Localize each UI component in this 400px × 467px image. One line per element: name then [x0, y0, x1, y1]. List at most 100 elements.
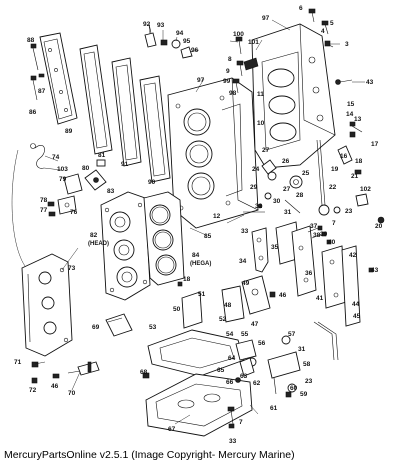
callout[interactable]: 80 [82, 165, 90, 172]
callout[interactable]: 22 [329, 184, 337, 191]
callout[interactable]: 87 [38, 88, 46, 95]
callout[interactable]: 59 [300, 391, 308, 398]
gasket-91[interactable] [79, 44, 113, 155]
callout[interactable]: 18 [183, 276, 191, 283]
cylinder-head-82[interactable] [100, 191, 151, 301]
callout[interactable]: 63 [240, 373, 248, 380]
callout[interactable]: 43 [371, 267, 379, 274]
fitting-81[interactable] [96, 159, 106, 167]
callout[interactable]: 31 [284, 209, 292, 216]
module-69[interactable] [105, 313, 133, 337]
callout[interactable]: 19 [331, 166, 339, 173]
gasket-90[interactable] [139, 75, 171, 183]
callout[interactable]: 32 [255, 203, 263, 210]
callout[interactable]: 7 [239, 419, 243, 426]
callout[interactable]: 9 [226, 68, 230, 75]
screw-18[interactable] [177, 281, 183, 287]
sender-80[interactable] [84, 169, 107, 191]
callout[interactable]: 58 [303, 361, 311, 368]
callout[interactable]: 53 [149, 324, 157, 331]
callout[interactable]: 20 [375, 223, 383, 230]
callout[interactable]: 47 [251, 321, 259, 328]
callout[interactable]: 13 [354, 116, 362, 123]
screw-46b[interactable] [269, 291, 276, 298]
callout[interactable]: 11 [257, 91, 264, 98]
cover-plate-90[interactable] [111, 57, 142, 167]
callout[interactable]: 25 [302, 170, 310, 177]
head-gasket-84[interactable] [143, 191, 185, 286]
callout[interactable]: 45 [353, 313, 361, 320]
fitting-parts-92-96[interactable] [144, 23, 193, 59]
callout[interactable]: 23 [345, 208, 353, 215]
bolts-top-center[interactable] [232, 36, 244, 94]
callout[interactable]: 41 [316, 295, 324, 302]
callout[interactable]: 49 [242, 280, 250, 287]
callout[interactable]: 94 [176, 30, 184, 37]
wire-loop-103[interactable] [11, 143, 45, 271]
callout[interactable]: 27 [283, 186, 291, 193]
callout[interactable]: 34 [239, 258, 247, 265]
callout[interactable]: 36 [305, 270, 313, 277]
callout[interactable]: 84 [192, 252, 200, 259]
callout[interactable]: 98 [229, 90, 237, 97]
callout[interactable]: 60 [290, 385, 298, 392]
cylinder-block-97[interactable] [167, 77, 259, 229]
callout[interactable]: 72 [29, 387, 37, 394]
callout[interactable]: 46 [51, 383, 59, 390]
callout[interactable]: 50 [173, 306, 181, 313]
callout[interactable]: 73 [68, 265, 76, 272]
callout[interactable]: 57 [288, 331, 296, 338]
linkage-rod-assembly[interactable] [243, 131, 385, 224]
callout[interactable]: 92 [143, 21, 151, 28]
callout[interactable]: 97 [197, 77, 205, 84]
screw-72[interactable] [31, 377, 38, 384]
callout[interactable]: 61 [270, 405, 278, 412]
callout[interactable]: 62 [253, 380, 261, 387]
callout[interactable]: 39 [320, 231, 328, 238]
callout[interactable]: 81 [98, 152, 106, 159]
cover-79[interactable] [63, 173, 83, 195]
callout[interactable]: 74 [52, 154, 60, 161]
callout[interactable]: 44 [352, 301, 360, 308]
callout[interactable]: 14 [346, 111, 354, 118]
callout[interactable]: 96 [191, 47, 199, 54]
callout[interactable]: 95 [183, 38, 191, 45]
adaptor-plate-67[interactable] [145, 373, 253, 437]
callout[interactable]: 12 [213, 213, 221, 220]
callout[interactable]: 28 [296, 192, 304, 199]
callout[interactable]: 23 [305, 378, 313, 385]
callout[interactable]: 37 [310, 223, 318, 230]
bolt-86[interactable] [30, 75, 38, 101]
callout[interactable]: 30 [273, 198, 281, 205]
callout[interactable]: 100 [233, 31, 244, 38]
callout[interactable]: 77 [40, 207, 48, 214]
callout[interactable]: 51 [198, 291, 206, 298]
callout[interactable]: 82 [90, 232, 98, 239]
callout[interactable]: 46 [279, 292, 287, 299]
callout[interactable]: 70 [68, 390, 76, 397]
callout[interactable]: 16 [340, 153, 348, 160]
plate-47[interactable] [241, 275, 271, 315]
callout[interactable]: 52 [219, 316, 227, 323]
callout[interactable]: 88 [27, 37, 35, 44]
callout[interactable]: 5 [330, 20, 334, 27]
callout[interactable]: 10 [257, 120, 265, 127]
callout[interactable]: 21 [351, 173, 359, 180]
callout[interactable]: 15 [347, 101, 355, 108]
bracket-50[interactable] [181, 291, 203, 329]
callout[interactable]: 102 [360, 186, 371, 193]
callout[interactable]: 54 [226, 331, 234, 338]
callout[interactable]: 42 [349, 252, 357, 259]
cover-36[interactable] [291, 225, 317, 297]
callout[interactable]: 68 [140, 369, 148, 376]
screw-68[interactable] [142, 372, 150, 379]
callout[interactable]: 8 [228, 56, 232, 63]
bolts-7-33-bottom[interactable] [227, 406, 235, 429]
callout[interactable]: 6 [299, 5, 303, 12]
callout[interactable]: 55 [241, 331, 249, 338]
callout[interactable]: 76 [70, 209, 78, 216]
callout[interactable]: 67 [168, 426, 176, 433]
callout[interactable]: 93 [157, 22, 165, 29]
callout[interactable]: 29 [250, 184, 258, 191]
bolt-88[interactable] [30, 43, 39, 71]
